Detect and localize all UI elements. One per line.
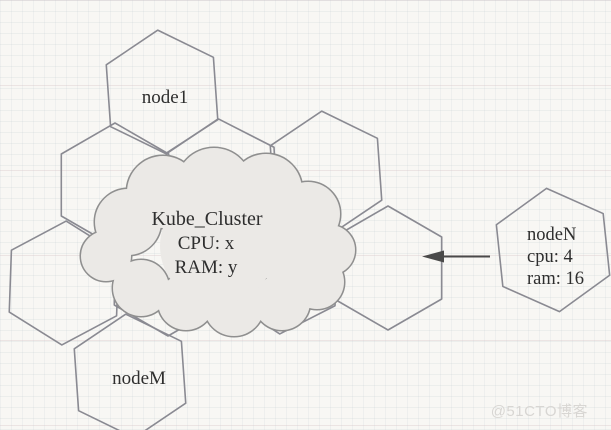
nodeN-name-label: nodeN (527, 225, 576, 245)
cluster-cloud-icon (79, 146, 357, 338)
watermark: @51CTO博客 (491, 403, 588, 420)
nodeM-label: nodeM (112, 368, 166, 389)
hexagon-right (333, 205, 443, 331)
arrow-head (422, 250, 444, 263)
cluster-cpu-label: CPU: x (178, 233, 235, 254)
node1-label: node1 (142, 87, 188, 108)
cluster-ram-label: RAM: y (175, 257, 238, 278)
nodeN-ram-label: ram: 16 (527, 269, 584, 289)
nodeN-cpu-label: cpu: 4 (527, 247, 573, 267)
external-node-group: nodeN cpu: 4 ram: 16 (492, 181, 611, 319)
cluster-title: Kube_Cluster (151, 208, 262, 230)
cloud-body (81, 148, 355, 336)
left-arrow-icon (422, 250, 490, 263)
